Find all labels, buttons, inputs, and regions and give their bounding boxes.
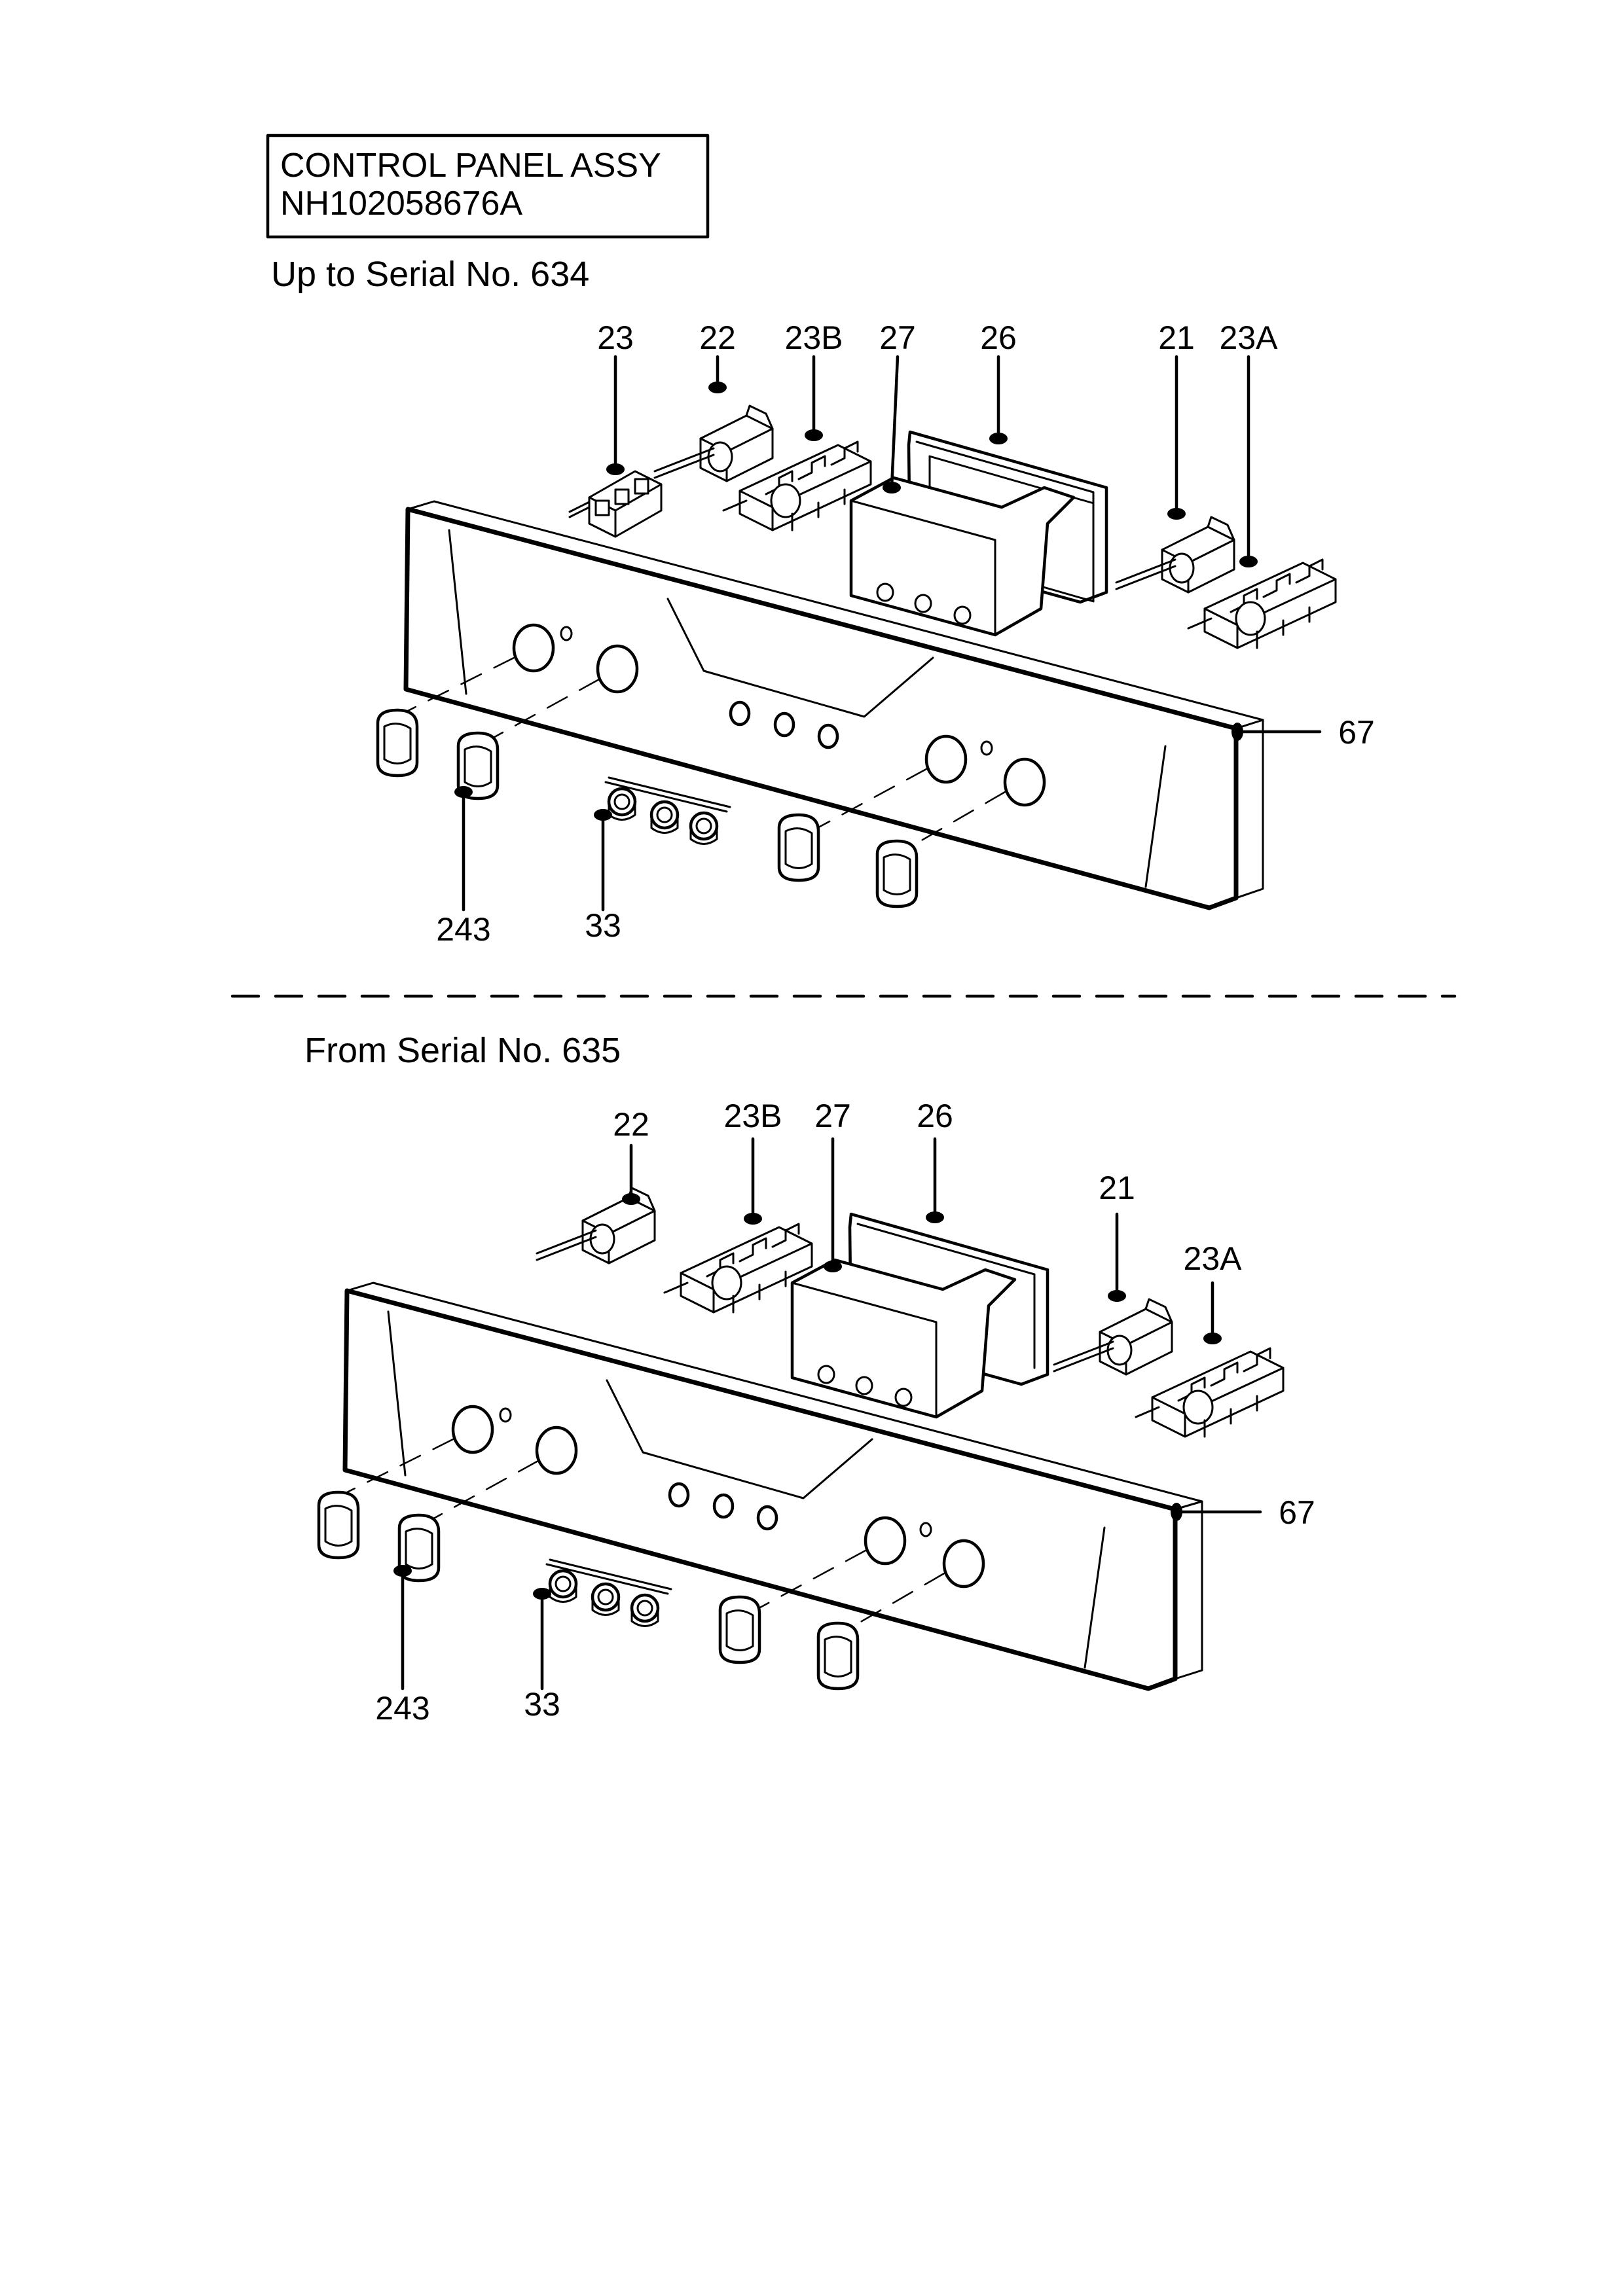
regulator-21	[1115, 516, 1235, 594]
callout-labels: 23 22 23B 27 26 21 23A 67 243 33	[436, 319, 1375, 948]
callout-leaders	[454, 355, 1322, 912]
control-panel-plate	[340, 1282, 1203, 1691]
callout-label: 23	[597, 319, 634, 356]
control-panel-plate	[401, 500, 1264, 910]
knob	[378, 710, 417, 776]
callout-label: 67	[1338, 714, 1375, 751]
callout-label: 23B	[724, 1098, 782, 1134]
callout-leaders	[393, 1137, 1262, 1691]
callout-label: 23B	[785, 319, 843, 356]
callout-label: 21	[1099, 1170, 1135, 1206]
knob	[720, 1597, 759, 1662]
display-module-27	[790, 1212, 1049, 1419]
section-upper: Up to Serial No. 634	[271, 255, 1375, 948]
callout-label: 26	[917, 1098, 953, 1134]
callout-label: 243	[436, 911, 490, 948]
push-button-strip-33	[545, 1558, 672, 1626]
callout-label: 21	[1158, 319, 1195, 356]
callout-label: 23A	[1220, 319, 1279, 356]
callout-label: 22	[699, 319, 736, 356]
callout-label: 22	[613, 1106, 649, 1143]
selector-switch-23B	[663, 1223, 813, 1314]
callout-label: 27	[814, 1098, 851, 1134]
callout-label: 23A	[1184, 1240, 1243, 1277]
callout-label: 33	[585, 907, 621, 944]
knob	[877, 841, 917, 906]
title-line-1: CONTROL PANEL ASSY	[280, 147, 661, 185]
callout-label: 27	[879, 319, 916, 356]
title-box	[266, 134, 710, 239]
section-caption: Up to Serial No. 634	[271, 255, 589, 294]
knob	[779, 815, 818, 880]
callout-label: 67	[1279, 1494, 1315, 1531]
knob	[319, 1492, 358, 1558]
callout-label: 243	[375, 1690, 429, 1727]
display-module-27	[849, 430, 1108, 637]
callout-label: 26	[980, 319, 1017, 356]
section-lower: From Serial No. 635	[304, 1031, 1315, 1727]
rotary-switch-23	[568, 470, 663, 538]
regulator-21	[1053, 1298, 1173, 1376]
section-caption: From Serial No. 635	[304, 1031, 621, 1070]
callout-label: 33	[524, 1686, 560, 1723]
callout-labels: 22 23B 27 26 21 23A 67 243 33	[375, 1098, 1315, 1727]
knob	[818, 1623, 858, 1689]
title-line-2: NH102058676A	[280, 185, 522, 223]
push-button-strip-33	[604, 776, 731, 844]
selector-switch-23A	[1135, 1347, 1285, 1438]
regulator-22	[653, 404, 774, 482]
